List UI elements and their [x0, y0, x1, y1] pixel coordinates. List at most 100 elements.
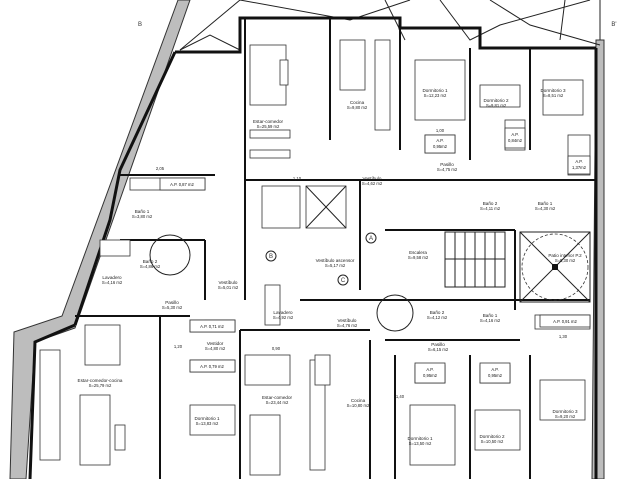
- room-label: Baño 1S=4,16 m2: [480, 313, 501, 323]
- room-label: Dormitorio 1S=12,23 m2: [422, 88, 447, 98]
- plan-text: Pasillo: [431, 342, 445, 347]
- plan-text: Vestidor: [207, 341, 224, 346]
- plan-text: Baño 2: [143, 259, 158, 264]
- plan-text: S=4,11 m2: [480, 206, 501, 211]
- plan-text: S=3,80 m2: [132, 214, 153, 219]
- room-label: Dormitorio 3S=8,51 m2: [540, 88, 565, 98]
- plan-text: Estar-comedor-cocina: [78, 378, 123, 383]
- terrace-lines: [179, 0, 601, 51]
- plan-text: S=10,80 m2: [347, 403, 370, 408]
- plan-text: S=9,80 m2: [347, 105, 368, 110]
- room-label: Baño 2S=4,86 m2: [140, 259, 161, 269]
- plan-text: S=8,51 m2: [543, 93, 564, 98]
- plan-text: Pasillo: [440, 162, 454, 167]
- plan-text: S=5,01 m2: [218, 285, 239, 290]
- storage-labels: A.P.0,95m2 A.P.0,84m2 A.P.1,37m2 A.P.0,9…: [159, 127, 591, 384]
- plan-text: Pasillo: [165, 300, 179, 305]
- axis-mark-c: C: [341, 278, 346, 284]
- room-label: Dormitorio 2S=9,81 m2: [483, 98, 508, 108]
- plan-text: Estar-comedor: [253, 119, 284, 124]
- dimension-label: 1,10: [293, 176, 302, 181]
- plan-text: Dormitorio 1: [422, 88, 447, 93]
- patio-interior: [519, 231, 591, 303]
- section-mark-b-prime: B': [611, 22, 616, 28]
- room-label: Baño 2S=4,11 m2: [480, 201, 501, 211]
- room-label: Dormitorio 2S=10,50 m2: [479, 434, 504, 444]
- plan-text: Dormitorio 3: [552, 409, 577, 414]
- plan-text: S=4,92 m2: [273, 315, 294, 320]
- elevator-core: [261, 185, 347, 229]
- plan-text: A.P. 0,71 m2: [200, 324, 224, 329]
- storage-label: A.P. 0,91 m2: [539, 314, 591, 328]
- storage-label: A.P.0,95m2: [414, 362, 446, 384]
- plan-text: S=4,12 m2: [427, 315, 448, 320]
- plan-text: Cocina: [351, 398, 366, 403]
- plan-text: S=4,62 m2: [362, 181, 383, 186]
- room-label: Baño 1S=4,30 m2: [535, 201, 556, 211]
- plan-text: S=9,20 m2: [555, 414, 576, 419]
- plan-text: Baño 1: [135, 209, 150, 214]
- plan-text: Vestíbulo: [338, 318, 357, 323]
- plan-text: Vestíbulo: [219, 280, 238, 285]
- plan-text: S=4,16 m2: [480, 318, 501, 323]
- plan-text: A.P. 0,79 m2: [200, 364, 224, 369]
- storage-label: A.P.0,84m2: [504, 127, 526, 149]
- plan-text: S=4,30 m2: [535, 206, 556, 211]
- plan-text: Vestíbulo: [363, 176, 382, 181]
- plan-text: Estar-comedor: [262, 395, 293, 400]
- plan-text: S=10,50 m2: [481, 439, 504, 444]
- plan-text: A.P.: [575, 159, 582, 164]
- plan-text: Escalera: [409, 250, 427, 255]
- room-label: Dormitorio 1S=13,50 m2: [407, 436, 432, 446]
- plan-text: Cocina: [350, 100, 365, 105]
- interior-walls: [75, 18, 596, 479]
- right-boundary-wall: [591, 39, 605, 479]
- plan-text: S=5,30 m2: [162, 305, 183, 310]
- room-label: Dormitorio 3S=9,20 m2: [552, 409, 577, 419]
- plan-text: 1,37m2: [572, 165, 587, 170]
- plan-text: S=25,79 m2: [89, 383, 112, 388]
- dimension-labels: 1,00 1,20 0,90 1,40 1,30 2,05 1,10: [156, 128, 568, 399]
- storage-label: A.P. 0,87 m2: [159, 177, 206, 191]
- plan-text: S=23,44 m2: [266, 400, 289, 405]
- plan-text: Dormitorio 1: [194, 416, 219, 421]
- plan-text: Baño 1: [483, 313, 498, 318]
- storage-label: A.P.0,95m2: [479, 362, 511, 384]
- plan-text: Baño 2: [483, 201, 498, 206]
- plan-text: S=13,83 m2: [196, 421, 219, 426]
- dimension-label: 2,05: [156, 166, 165, 171]
- plan-text: Dormitorio 2: [479, 434, 504, 439]
- plan-text: S=12,23 m2: [424, 93, 447, 98]
- plan-text: S=4,80 m2: [205, 346, 226, 351]
- storage-label: A.P.1,37m2: [567, 155, 591, 175]
- plan-text: Dormitorio 3: [540, 88, 565, 93]
- plan-text: S=4,75 m2: [437, 167, 458, 172]
- plan-text: S=4,16 m2: [102, 280, 123, 285]
- plan-text: A.P.: [426, 367, 433, 372]
- plan-text: Lavadero: [102, 275, 122, 280]
- staircase: [444, 231, 506, 288]
- plan-text: S=4,76 m2: [337, 323, 358, 328]
- plan-text: Lavadero: [273, 310, 293, 315]
- plan-text: 0,95m2: [433, 144, 448, 149]
- plan-text: A.P.: [511, 132, 518, 137]
- plan-text: Dormitorio 2: [483, 98, 508, 103]
- dimension-label: 1,40: [396, 394, 405, 399]
- plan-text: S=6,15 m2: [428, 347, 449, 352]
- exterior-walls: [28, 16, 598, 479]
